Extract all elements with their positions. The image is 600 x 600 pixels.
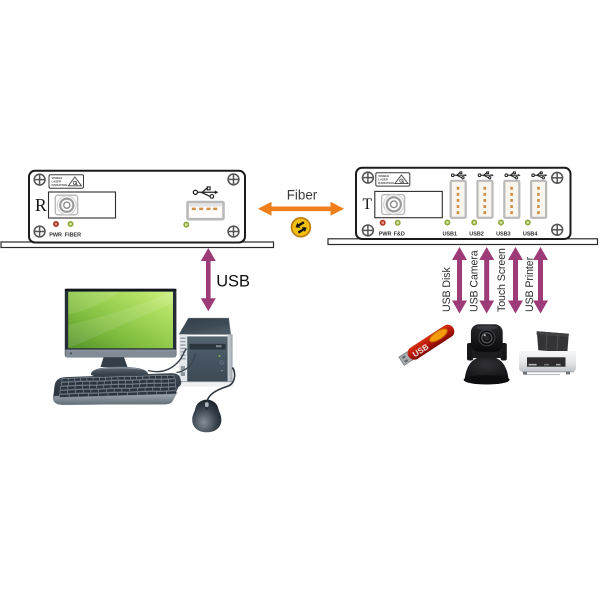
svg-text:RADIATION: RADIATION	[52, 183, 67, 187]
svg-text:FIBER: FIBER	[65, 232, 81, 238]
svg-text:LASER: LASER	[378, 178, 387, 182]
svg-text:RADIATION: RADIATION	[378, 181, 393, 185]
svg-text:R: R	[35, 195, 47, 215]
svg-text:VISIBLE: VISIBLE	[378, 174, 389, 178]
svg-text:USB Disk: USB Disk	[441, 267, 453, 312]
svg-text:USB Printer: USB Printer	[524, 256, 536, 312]
svg-text:USB1: USB1	[443, 231, 457, 237]
svg-text:USB: USB	[216, 273, 250, 291]
svg-text:PWR: PWR	[49, 232, 62, 238]
svg-text:F&D: F&D	[394, 232, 405, 238]
svg-text:Fiber: Fiber	[287, 187, 318, 202]
svg-text:T: T	[363, 196, 373, 213]
svg-text:USB4: USB4	[523, 231, 538, 237]
svg-text:PWR: PWR	[379, 232, 392, 238]
svg-text:LASER: LASER	[52, 180, 61, 184]
svg-text:Touch Screen: Touch Screen	[496, 248, 508, 312]
svg-text:USB Camera: USB Camera	[468, 250, 480, 312]
svg-text:USB3: USB3	[496, 231, 510, 237]
svg-text:USB2: USB2	[469, 231, 483, 237]
svg-text:VISIBLE: VISIBLE	[52, 176, 63, 180]
